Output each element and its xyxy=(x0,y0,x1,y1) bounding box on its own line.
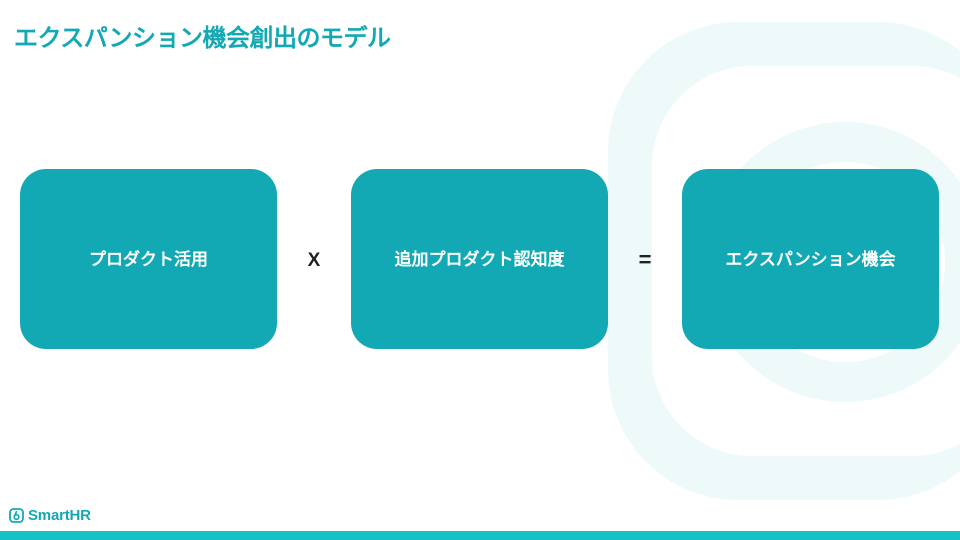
smarthr-logo-text: SmartHR xyxy=(28,507,91,524)
smarthr-logo-icon xyxy=(9,508,24,523)
multiply-operator: X xyxy=(307,250,321,271)
product-awareness-label: 追加プロダクト認知度 xyxy=(394,249,565,270)
equals-operator: = xyxy=(638,247,652,272)
expansion-opportunity-box: エクスパンション機会 xyxy=(682,169,939,349)
smarthr-logo: SmartHR xyxy=(9,507,91,524)
slide-title: エクスパンション機会創出のモデル xyxy=(14,24,391,52)
bottom-accent-bar xyxy=(0,531,960,540)
product-awareness-box: 追加プロダクト認知度 xyxy=(351,169,608,349)
product-usage-label: プロダクト活用 xyxy=(89,249,208,270)
expansion-opportunity-label: エクスパンション機会 xyxy=(725,249,896,270)
product-usage-box: プロダクト活用 xyxy=(20,169,277,349)
